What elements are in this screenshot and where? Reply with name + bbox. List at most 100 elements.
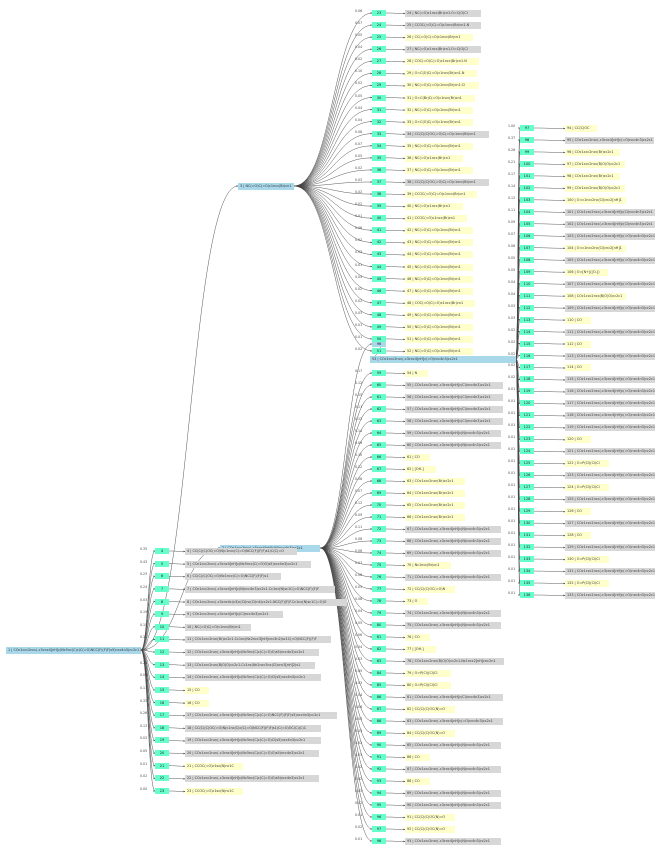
reaction-node[interactable]: 68 — [372, 478, 386, 484]
reaction-node[interactable]: 50 — [372, 335, 386, 342]
molecule-node[interactable]: 112 | CO — [565, 340, 591, 348]
reaction-node[interactable]: 113 — [520, 316, 534, 323]
molecule-node[interactable]: 85 | COc1ccc2ncc(-c3cnc4[nH]c(N)ncc4n3)c… — [405, 742, 501, 749]
root-target-node[interactable]: 1 | COc1ccc2ncc(-c3cnc4[nH]c(Nc5nc(C)c(C… — [6, 647, 141, 654]
hub-right-node[interactable]: 53 | COc1ccc2ncc(-c3cnc4[nH]c(=O)ncc4n3)… — [370, 356, 516, 363]
molecule-node[interactable]: 111 | COc1ccc2ncc(-c3cnc4[nH]c(=O)ncc4n3… — [565, 328, 656, 336]
molecule-node[interactable]: 49 | NC(=O)C(=O)c1ncc(Br)cn1 — [405, 311, 473, 319]
molecule-node[interactable]: 33 | O=C(O)C(=O)c1ncc(Br)cn1 — [405, 118, 473, 126]
reaction-node[interactable]: 61 — [372, 394, 386, 400]
reaction-node[interactable]: 48 — [372, 311, 386, 318]
molecule-node[interactable]: 86 | CO — [405, 754, 431, 761]
molecule-node[interactable]: 94 | CC(C)OC — [565, 125, 598, 132]
reaction-node[interactable]: 101 — [520, 172, 534, 179]
reaction-node[interactable]: 30 — [372, 94, 386, 101]
reaction-node[interactable]: 5 — [155, 560, 169, 567]
molecule-node[interactable]: 128 | CO — [565, 532, 591, 540]
reaction-node[interactable]: 103 — [520, 196, 534, 203]
reaction-node-96[interactable]: 96 — [372, 341, 386, 347]
reaction-node[interactable]: 96 — [372, 814, 386, 820]
reaction-node[interactable]: 84 — [372, 670, 386, 676]
reaction-node[interactable]: 111 — [520, 292, 534, 299]
reaction-node[interactable]: 126 — [520, 472, 534, 479]
reaction-node[interactable]: 114 — [520, 328, 534, 335]
reaction-node[interactable]: 43 — [372, 251, 386, 258]
molecule-node[interactable]: 122 | O=P(Cl)(Cl)Cl — [565, 460, 610, 468]
reaction-node[interactable]: 135 — [520, 580, 534, 587]
reaction-node[interactable]: 116 — [520, 352, 534, 359]
molecule-node[interactable]: 124 | O=P(Cl)(Cl)Cl — [565, 484, 610, 492]
reaction-node[interactable]: 82 — [372, 646, 386, 652]
molecule-node[interactable]: 37 | NC(=O)C(=O)c1ncc(Br)cn1 — [405, 166, 473, 174]
molecule-node[interactable]: 59 | COc1ccc2ncc(-c3cnc4[nH]c(N)ncc4n3)c… — [405, 430, 501, 437]
molecule-node[interactable]: 87 | COc1ccc2ncc(-c3cnc4[nH]c(N)ncc4n3)c… — [405, 766, 501, 773]
molecule-node[interactable]: 51 | NC(=O)C(=O)c1ncc(Br)cn1 — [405, 335, 473, 343]
reaction-node[interactable]: 98 — [520, 136, 534, 143]
reaction-node[interactable]: 78 — [372, 598, 386, 604]
molecule-node[interactable]: 63 | COc1ccc2ncc(Br)cc2c1 — [405, 478, 465, 485]
molecule-node[interactable]: 79 | O=P(Cl)(Cl)Cl — [405, 670, 452, 677]
molecule-node[interactable]: 18 | CC(C)(C)OC(=O)N(c1nc(C)c(C(=O)NCC(F… — [185, 724, 321, 732]
molecule-node[interactable]: 66 | COc1ccc2ncc(Br)cc2c1 — [405, 514, 465, 521]
molecule-node[interactable]: 58 | COc1ccc2ncc(-c3cnc4[nH]c(Cl)ncc4n3)… — [405, 418, 503, 425]
reaction-node[interactable]: 47 — [372, 299, 386, 306]
molecule-node[interactable]: 29 | O=C(O)C(=O)c1ncc(Br)cn1.N — [405, 70, 477, 78]
molecule-node[interactable]: 121 | COc1ccc2ncc(-c3cnc4[nH]c(=O)ncc4n3… — [565, 448, 656, 456]
reaction-node[interactable]: 25 — [372, 34, 386, 41]
molecule-node[interactable]: 129 | COc1ccc2ncc(-c3cnc4[nH]c(=O)ncc4n3… — [565, 544, 656, 552]
molecule-node[interactable]: 68 | COc1ccc2ncc(-c3cnc4[nH]c(N)ncc4n3)c… — [405, 538, 501, 545]
reaction-node[interactable]: 69 — [372, 490, 386, 496]
molecule-node[interactable]: 93 | COc1ccc2ncc(-c3cnc4[nH]c(N)ncc4n3)c… — [405, 838, 501, 845]
molecule-node[interactable]: 127 | COc1ccc2ncc(-c3cnc4[nH]c(=O)ncc4n3… — [565, 520, 656, 528]
molecule-node[interactable]: 50 | NC(=O)C(=O)c1ncc(Br)cn1 — [405, 323, 473, 331]
reaction-node[interactable]: 11 — [155, 636, 169, 643]
reaction-node[interactable]: 115 — [520, 340, 534, 347]
reaction-node[interactable]: 132 — [520, 544, 534, 551]
molecule-node[interactable]: 62 | [OH-] — [405, 466, 436, 473]
molecule-node[interactable]: 57 | COc1ccc2ncc(-c3cnc4[nH]c(Cl)ncc4n3)… — [405, 406, 503, 413]
reaction-node[interactable]: 119 — [520, 388, 534, 395]
molecule-node[interactable]: 72 | CC(C)(C)OC(=O)N — [405, 586, 455, 593]
reaction-node[interactable]: 108 — [520, 256, 534, 263]
molecule-node[interactable]: 4 | CC(C)(C)OC(=O)N(c1ncc(C(=O)NCC(F)(F)… — [185, 548, 297, 555]
molecule-node[interactable]: 133 | COc1ccc2ncc(-c3cnc4[nH]c(=O)ncc4n3… — [565, 592, 656, 599]
molecule-node[interactable]: 40 | NC(=O)c1ncc(Br)cn1 — [405, 203, 463, 211]
molecule-node[interactable]: 119 | COc1ccc2ncc(-c3cnc4[nH]c(=O)ncc4n3… — [565, 424, 656, 432]
reaction-node[interactable]: 70 — [372, 502, 386, 508]
molecule-node[interactable]: 30 | NC(=O)C(=O)c1ncc(Br)cn1.Cl — [405, 82, 479, 90]
molecule-node[interactable]: 31 | O=C(Br)C(=O)c1ncc(Br)cn1 — [405, 94, 475, 102]
molecule-node[interactable]: 101 | COc1ccc2ncc(-c3cnc4[nH]c(Cl)ncc4n3… — [565, 208, 656, 216]
reaction-node[interactable]: 102 — [520, 184, 534, 191]
reaction-node[interactable]: 109 — [520, 268, 534, 275]
reaction-node[interactable]: 129 — [520, 508, 534, 515]
molecule-node[interactable]: 88 | CO — [405, 778, 431, 785]
reaction-node[interactable]: 122 — [520, 424, 534, 431]
reaction-node[interactable]: 112 — [520, 304, 534, 311]
reaction-node[interactable]: 14 — [155, 674, 169, 681]
reaction-node[interactable]: 38 — [372, 191, 386, 198]
reaction-node[interactable]: 94 — [372, 790, 386, 796]
reaction-node[interactable]: 93 — [372, 778, 386, 784]
molecule-node[interactable]: 81 | COc1ccc2ncc(-c3cnc4[nH]c(Cl)ncc4n3)… — [405, 694, 503, 701]
molecule-node[interactable]: 96 | COc1ccc2ncc(Br)cc2c1 — [565, 148, 620, 156]
molecule-node[interactable]: 67 | COc1ccc2ncc(-c3cnc4[nH]c(N)ncc4n3)c… — [405, 526, 501, 533]
reaction-node[interactable]: 89 — [372, 730, 386, 736]
molecule-node[interactable]: 69 | COc1ccc2ncc(-c3cnc4[nH]c(N)ncc4n3)c… — [405, 550, 501, 557]
reaction-node[interactable]: 99 — [520, 148, 534, 155]
reaction-node[interactable]: 8 — [155, 598, 169, 605]
molecule-node[interactable]: 115 | COc1ccc2ncc(-c3cnc4[nH]c(=O)ncc4n3… — [565, 376, 656, 384]
molecule-node[interactable]: 15 | CO — [185, 686, 209, 694]
molecule-node[interactable]: 65 | COc1ccc2ncc(Br)cc2c1 — [405, 502, 465, 509]
molecule-node[interactable]: 27 | NC(=O)c1ncc(Br)cn1.O=C(O)Cl — [405, 46, 481, 54]
reaction-node[interactable]: 42 — [372, 239, 386, 246]
reaction-node[interactable]: 39 — [372, 203, 386, 210]
molecule-node[interactable]: 131 | COc1ccc2ncc(-c3cnc4[nH]c(=O)ncc4n3… — [565, 568, 656, 576]
reaction-node[interactable]: 63 — [372, 418, 386, 424]
molecule-node[interactable]: 89 | COc1ccc2ncc(-c3cnc4[nH]c(N)ncc4n3)c… — [405, 790, 501, 797]
reaction-node[interactable]: 106 — [520, 232, 534, 239]
reaction-node[interactable]: 23 — [372, 10, 386, 16]
reaction-node[interactable]: 15 — [155, 686, 169, 693]
reaction-node[interactable]: 110 — [520, 280, 534, 287]
reaction-node[interactable]: 85 — [372, 682, 386, 688]
molecule-node[interactable]: 92 | CC(C)(C)OC(N)=O — [405, 826, 455, 833]
